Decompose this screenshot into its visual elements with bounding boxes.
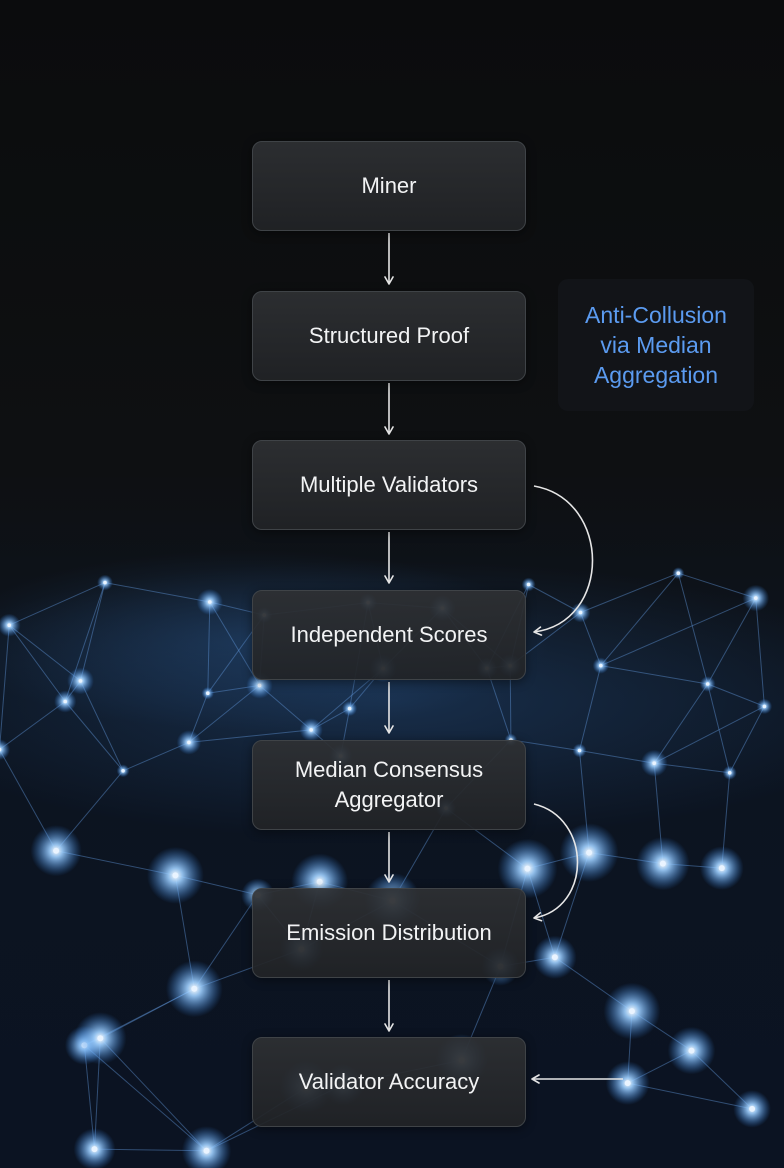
network-link	[653, 705, 765, 764]
network-dot	[208, 600, 212, 604]
network-link	[729, 706, 765, 774]
network-dot	[78, 679, 83, 683]
network-link	[678, 572, 756, 599]
network-dot	[191, 985, 198, 992]
network-dot	[551, 954, 558, 961]
network-dot	[63, 699, 67, 704]
network-dot	[652, 761, 656, 765]
network-dot	[103, 580, 107, 585]
node-median-consensus-aggregator: Median Consensus Aggregator	[252, 740, 526, 830]
network-link	[755, 598, 765, 707]
network-dot	[749, 1105, 756, 1112]
node-independent-scores: Independent Scores	[252, 590, 526, 680]
network-link	[600, 572, 679, 666]
network-dot	[206, 691, 210, 695]
network-link	[8, 582, 106, 626]
network-link	[579, 665, 602, 751]
network-dot	[316, 878, 323, 885]
network-link	[707, 683, 731, 773]
network-dot	[524, 865, 531, 872]
network-dot	[762, 704, 767, 709]
network-link	[64, 701, 124, 772]
network-link	[707, 683, 765, 707]
network-link	[653, 683, 709, 764]
network-dot	[526, 582, 531, 587]
network-link	[209, 601, 260, 686]
node-multiple-validators: Multiple Validators	[252, 440, 526, 530]
network-link	[80, 582, 106, 682]
node-emission-distribution-label: Emission Distribution	[286, 920, 492, 945]
network-link	[104, 582, 210, 603]
network-dot	[172, 872, 179, 879]
network-dot	[91, 1146, 98, 1153]
network-link	[677, 573, 709, 685]
network-dot	[577, 748, 582, 753]
network-dot	[257, 683, 262, 688]
network-dot	[628, 1008, 635, 1015]
network-link	[188, 685, 260, 743]
node-structured-proof-label: Structured Proof	[308, 323, 470, 348]
network-link	[80, 680, 124, 772]
network-dot	[727, 771, 732, 775]
node-miner: Miner	[252, 141, 526, 231]
network-dot	[578, 610, 583, 615]
network-dot	[309, 728, 314, 732]
anti-collusion-note-label: Anti-Collusion via Median Aggregation	[585, 302, 727, 388]
node-independent-scores-label: Independent Scores	[290, 622, 488, 647]
network-dot	[586, 849, 593, 856]
node-validator-accuracy: Validator Accuracy	[252, 1037, 526, 1127]
network-link	[207, 601, 211, 694]
network-link	[600, 665, 708, 685]
network-link	[8, 624, 66, 702]
network-dot	[705, 682, 710, 686]
network-dot	[7, 623, 11, 627]
node-miner-label: Miner	[361, 173, 417, 198]
network-link	[486, 668, 512, 741]
network-link	[580, 572, 679, 613]
network-dot	[754, 596, 758, 600]
network-dot	[599, 663, 603, 668]
network-dot	[97, 1035, 104, 1042]
network-dot	[203, 1147, 210, 1154]
network-dot	[187, 740, 191, 745]
node-structured-proof: Structured Proof	[252, 291, 526, 381]
network-link	[188, 729, 312, 743]
network-dot	[676, 571, 681, 575]
network-dot	[659, 860, 666, 867]
network-link	[0, 625, 10, 750]
network-dot	[718, 865, 725, 872]
curved-arrow-validators-to-scores	[533, 485, 594, 636]
network-dot	[624, 1080, 631, 1087]
network-dot	[0, 747, 2, 752]
network-dot	[688, 1047, 695, 1054]
network-dot	[121, 769, 125, 773]
curved-arrow-aggregator-to-emission	[533, 803, 579, 922]
network-glow-dot	[181, 1126, 232, 1168]
node-median-consensus-aggregator-label: Median Consensus Aggregator	[294, 757, 484, 812]
anti-collusion-note: Anti-Collusion via Median Aggregation	[558, 279, 754, 411]
network-link	[600, 597, 756, 667]
node-multiple-validators-label: Multiple Validators	[299, 472, 479, 497]
network-glow-dot	[0, 739, 10, 761]
node-emission-distribution: Emission Distribution	[252, 888, 526, 978]
network-link	[0, 701, 66, 750]
network-link	[8, 624, 81, 682]
node-validator-accuracy-label: Validator Accuracy	[298, 1069, 480, 1094]
network-dot	[53, 847, 60, 854]
network-dot	[347, 706, 352, 711]
network-link	[707, 597, 757, 685]
